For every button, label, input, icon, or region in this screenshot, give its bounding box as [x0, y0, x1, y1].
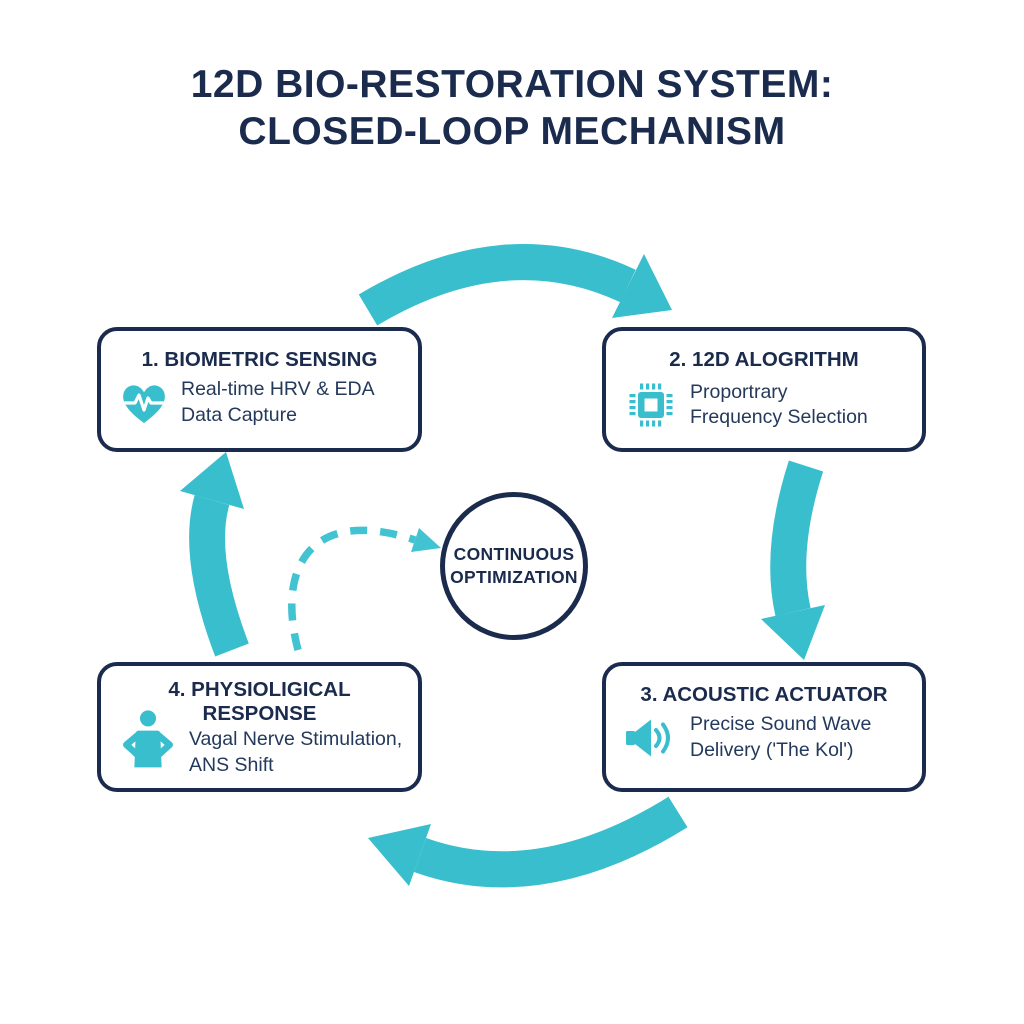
continuous-optimization-circle: CONTINUOUS OPTIMIZATION [440, 492, 588, 640]
arrow-bottom-box3-to-box4 [368, 796, 688, 888]
step-description: Precise Sound Wave Delivery ('The Kol') [690, 713, 872, 761]
arrow-right-box2-to-box3 [761, 460, 825, 660]
step-body: Proportrary Frequency Selection [606, 377, 922, 433]
step-heading: 3. ACOUSTIC ACTUATOR [640, 683, 888, 706]
step-description: Vagal Nerve Stimulation, ANS Shift [189, 728, 403, 776]
person-icon [118, 709, 178, 773]
dashed-feedback-arrow [288, 526, 441, 651]
chip-icon [623, 377, 679, 433]
center-label-line2: OPTIMIZATION [450, 567, 578, 587]
step-description: Proportrary Frequency Selection [690, 380, 868, 429]
step-box-12d-algorithm: 2. 12D ALOGRITHM Proportrary Frequency S… [602, 327, 926, 452]
page-title-line1: 12D BIO-RESTORATION SYSTEM: [190, 63, 834, 106]
step-box-acoustic-actuator: 3. ACOUSTIC ACTUATOR Precise Sound Wave … [602, 662, 926, 792]
step-heading: 2. 12D ALOGRITHM [669, 348, 859, 371]
arrow-left-box4-to-box1 [180, 452, 249, 657]
step-heading: 1. BIOMETRIC SENSING [141, 348, 378, 371]
step-heading: 4. PHYSIOLIGICAL RESPONSE [168, 678, 351, 726]
speaker-icon [623, 715, 679, 761]
heart-pulse-icon [118, 380, 170, 426]
arrow-top-box1-to-box2 [358, 243, 672, 326]
step-description: Real-time HRV & EDA Data Capture [181, 378, 374, 426]
page-title-line2: CLOSED-LOOP MECHANISM [238, 109, 786, 153]
step-body: Vagal Nerve Stimulation, ANS Shift [101, 710, 418, 778]
step-box-biometric-sensing: 1. BIOMETRIC SENSING Real-time HRV & EDA… [97, 327, 422, 452]
step-body: Real-time HRV & EDA Data Capture [101, 377, 418, 428]
page-title: 12D BIO-RESTORATION SYSTEM: CLOSED-LOOP … [0, 62, 1024, 156]
center-label-line1: CONTINUOUS [453, 544, 575, 565]
step-box-physiological-response: 4. PHYSIOLIGICAL RESPONSE Vagal Nerve St… [97, 662, 422, 792]
step-body: Precise Sound Wave Delivery ('The Kol') [606, 712, 922, 763]
